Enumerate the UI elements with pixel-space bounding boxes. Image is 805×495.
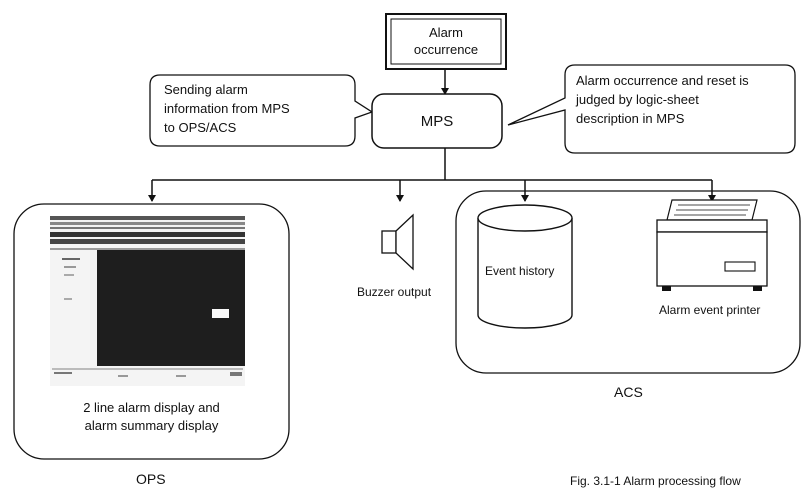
- right-callout-line-1: Alarm occurrence and reset is: [576, 73, 749, 88]
- ops-screen-thumbnail: [50, 216, 245, 386]
- ops-caption-line-2: alarm summary display: [84, 418, 219, 433]
- figure-caption: Fig. 3.1-1 Alarm processing flow: [570, 474, 741, 488]
- database-icon: [477, 204, 573, 329]
- printer-label: Alarm event printer: [659, 303, 761, 317]
- alarm-occurrence-line-2: occurrence: [413, 42, 479, 57]
- right-callout-line-3: description in MPS: [576, 111, 685, 126]
- alarm-occurrence-line-1: Alarm: [429, 25, 463, 40]
- speaker-icon: [381, 213, 414, 271]
- acs-container: [455, 190, 801, 374]
- buzzer-label: Buzzer output: [357, 285, 432, 299]
- alarm-occurrence-label: Alarm occurrence: [391, 24, 501, 58]
- left-callout-line-1: Sending alarm: [164, 82, 248, 97]
- right-callout-bubble: [507, 64, 796, 154]
- mps-box: [371, 93, 503, 149]
- right-callout-text: Alarm occurrence and reset is judged by …: [576, 71, 749, 128]
- printer-icon: [656, 199, 768, 291]
- left-callout-bubble: [149, 74, 374, 147]
- mps-label: MPS: [420, 113, 454, 130]
- right-callout-line-2: judged by logic-sheet: [576, 92, 699, 107]
- alarm-occurrence-box: [385, 13, 507, 70]
- ops-label: OPS: [136, 471, 166, 487]
- left-callout-line-2: information from MPS: [164, 101, 290, 116]
- left-callout-line-3: to OPS/ACS: [164, 120, 237, 135]
- event-history-label: Event history: [485, 264, 555, 278]
- acs-label: ACS: [614, 384, 643, 400]
- ops-caption-line-1: 2 line alarm display and: [83, 400, 220, 415]
- ops-caption: 2 line alarm display and alarm summary d…: [14, 399, 289, 435]
- ops-container: [13, 203, 290, 460]
- left-callout-text: Sending alarm information from MPS to OP…: [164, 80, 290, 137]
